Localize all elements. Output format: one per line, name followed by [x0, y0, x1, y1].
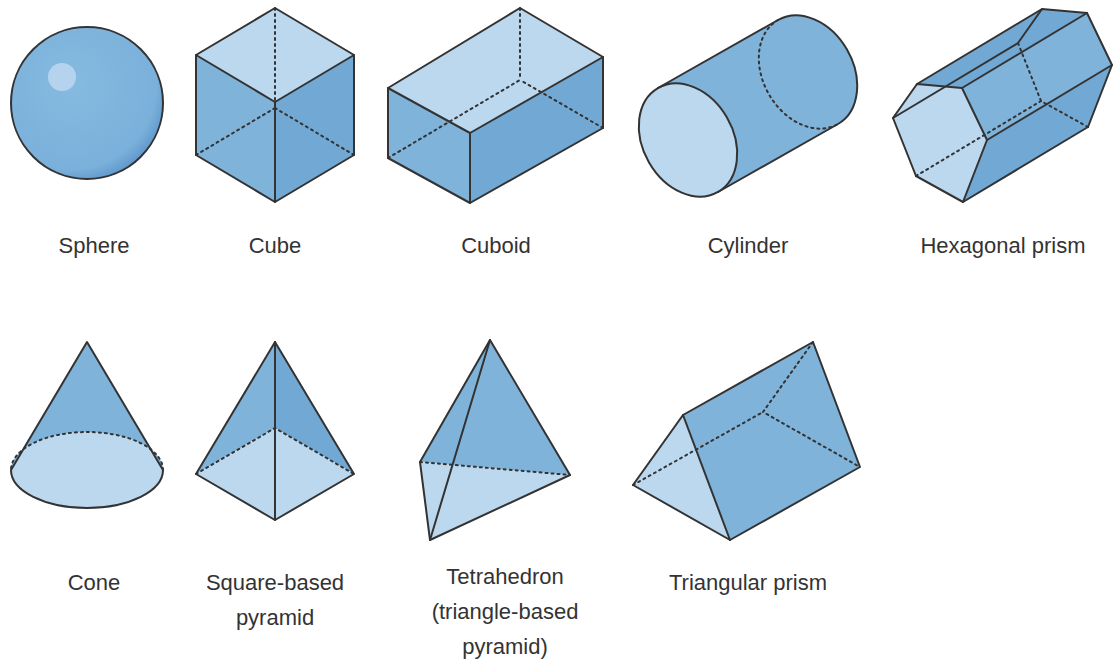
- shape-label: Cube: [185, 228, 365, 263]
- cone-shape: [11, 342, 163, 508]
- sphere-shape: [11, 27, 163, 179]
- shape-label: Tetrahedron (triangle-based pyramid): [415, 559, 595, 664]
- tetrahedron-shape: [420, 340, 570, 540]
- shape-label: Cuboid: [406, 228, 586, 263]
- square-pyramid-shape: [196, 342, 354, 520]
- cuboid-shape: [388, 8, 603, 203]
- shape-label: Square-based pyramid: [185, 565, 365, 635]
- shape-label: Triangular prism: [658, 565, 838, 600]
- hexagonal-prism-shape: [893, 9, 1112, 202]
- cube-shape: [196, 8, 354, 202]
- shape-label: Hexagonal prism: [913, 228, 1093, 263]
- shape-label: Sphere: [4, 228, 184, 263]
- cylinder-shape: [619, 15, 857, 214]
- shape-label: Cone: [4, 565, 184, 600]
- shape-label: Cylinder: [658, 228, 838, 263]
- triangular-prism-shape: [633, 342, 860, 540]
